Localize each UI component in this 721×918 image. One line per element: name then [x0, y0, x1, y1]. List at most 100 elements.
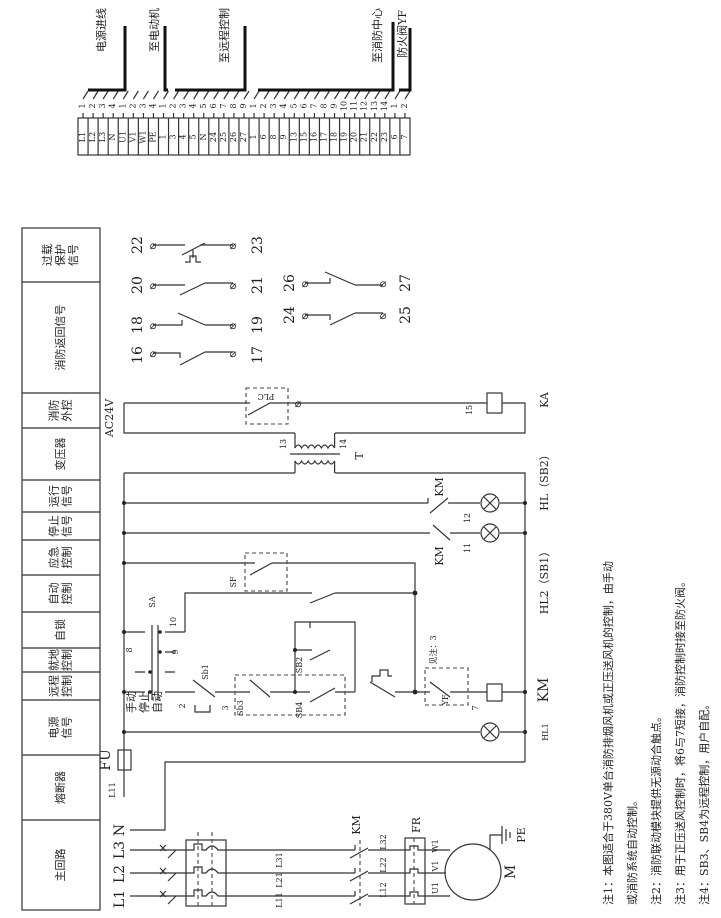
pe-label: PE — [515, 827, 528, 842]
sb4-label[interactable]: SB4 — [295, 702, 304, 718]
terminal-lead — [323, 90, 330, 100]
breaker-icon[interactable] — [159, 832, 227, 907]
control-circuit: PLC ⌀ 15 KA AC24V 13 14 T KM 12 HL（SB2） … — [98, 387, 552, 831]
ka-coil — [486, 392, 503, 414]
terminal-number: 8 — [229, 103, 238, 108]
terminal-lead — [233, 90, 240, 100]
terminal-label: 9 — [279, 134, 288, 139]
wire-number: 2 — [178, 703, 187, 708]
terminal-label: 18 — [130, 316, 146, 334]
km-contact-label: KM — [433, 477, 446, 496]
terminal-label: 1 — [249, 134, 258, 139]
wire-number: 7 — [471, 705, 480, 710]
l2-label: L2 — [112, 865, 128, 883]
wire-number: 12 — [463, 513, 472, 523]
terminal-lead — [173, 90, 180, 100]
see-note-label: 见注：3 — [428, 635, 438, 664]
contact-22-23: 22 23 ⌀ ⌀ — [130, 236, 266, 263]
sb1-label[interactable]: Sb1 — [201, 664, 210, 680]
function-table-cell: 信号 — [61, 485, 74, 507]
terminal-label: 17 — [319, 132, 328, 142]
l1-label: L1 — [112, 890, 128, 908]
terminal-group-label: 至电动机 — [147, 8, 161, 52]
terminal-group-label: 至远程控制 — [217, 8, 231, 63]
terminal-number: 1 — [249, 103, 258, 108]
function-table-cell: 控制 — [60, 547, 74, 569]
terminal-number: 12 — [360, 101, 369, 111]
km-main-contacts — [349, 840, 405, 906]
terminal-label: 27 — [398, 274, 414, 292]
terminal-strip: L11L22L33N4U11V12W13PE411324354N52462572… — [77, 8, 412, 156]
function-table: 过载保护信号消防返回信号消防外控变压器运行信号停止信号应急控制自动控制自锁就地控… — [21, 227, 101, 911]
mode-manual-label: 手动 — [124, 691, 138, 713]
sf-box — [244, 552, 288, 592]
terminal-label: 24 — [282, 306, 298, 324]
sb3-label[interactable]: Sb3 — [236, 700, 245, 716]
terminal-group-bar — [175, 26, 247, 92]
terminal-group-bar — [258, 22, 395, 92]
terminal-icon: ⌀ — [230, 239, 237, 252]
terminal-number: 4 — [189, 103, 198, 108]
terminal-number: 1 — [118, 103, 127, 108]
wire-number: 14 — [339, 439, 348, 449]
terminal-lead — [404, 90, 411, 100]
mode-auto-label: 自动 — [151, 691, 164, 713]
function-table-cell: 消防返回信号 — [53, 305, 67, 371]
ground-icon — [489, 826, 511, 850]
motor-icon — [444, 843, 502, 901]
terminal-lead — [354, 90, 361, 100]
terminal-lead — [122, 90, 129, 100]
ac24v-label: AC24V — [103, 398, 116, 438]
terminal-label: 16 — [309, 132, 318, 142]
terminal-number: 4 — [279, 103, 288, 108]
terminal-icon: ⌀ — [302, 277, 309, 290]
wire-number: 3 — [221, 705, 230, 710]
terminal-lead — [394, 90, 401, 100]
sb2-label[interactable]: SB2 — [295, 657, 304, 673]
note-3: 注3：用于正压送风控制时，将6与7短接，消防控制时接至防火阀。 — [673, 576, 687, 905]
terminal-lead — [203, 90, 210, 100]
transformer-icon — [290, 433, 340, 473]
terminal-group-label: 至消防中心 — [370, 8, 384, 63]
v1-label: V1 — [431, 861, 440, 873]
terminal-label: 25 — [398, 306, 414, 324]
function-table-cell: 熔断器 — [53, 771, 67, 804]
terminal-label: 13 — [289, 132, 298, 142]
terminal-lead — [213, 90, 220, 100]
terminal-number: 2 — [88, 103, 97, 108]
wire-number: 15 — [465, 405, 474, 415]
terminal-label: W1 — [138, 130, 147, 143]
terminal-label: 18 — [330, 132, 339, 142]
function-table-cell: 控制 — [60, 649, 74, 671]
terminal-lead — [334, 90, 341, 100]
terminal-label: L3 — [98, 132, 107, 142]
terminal-group-bar — [163, 26, 168, 92]
terminal-label: 22 — [130, 236, 146, 254]
terminal-label: 22 — [370, 132, 379, 142]
terminal-group-label: 防火阀YF — [395, 10, 409, 58]
terminal-lead — [112, 90, 119, 100]
function-table-cell: 控制 — [60, 583, 74, 605]
terminal-number: 3 — [98, 103, 107, 108]
sa-selector-switch[interactable] — [124, 625, 190, 700]
terminal-lead — [364, 90, 371, 100]
terminal-label: 1 — [159, 134, 168, 139]
wire-label: L31 — [275, 852, 284, 868]
terminal-icon: ⌀ — [150, 239, 157, 252]
terminal-number: 8 — [319, 103, 328, 108]
terminal-lead — [243, 90, 250, 100]
terminal-icon: ⌀ — [150, 279, 157, 292]
terminal-label: 20 — [130, 276, 146, 294]
function-table-cell: 信号 — [67, 244, 80, 266]
wire-number: 9 — [171, 649, 180, 654]
terminal-label: 23 — [250, 236, 266, 254]
main-circuit: L1 L2 L3 N L31 L21 L11 KM L32 L22 L12 FR — [112, 815, 528, 908]
terminal-number: 2 — [400, 103, 409, 108]
terminal-group-bar — [399, 28, 412, 92]
terminal-label: 19 — [250, 316, 266, 334]
terminal-icon: ⌀ — [230, 347, 237, 360]
function-table-cell: 运行 — [48, 485, 61, 507]
wire-number: 10 — [169, 617, 178, 627]
terminal-label: 15 — [299, 132, 308, 142]
